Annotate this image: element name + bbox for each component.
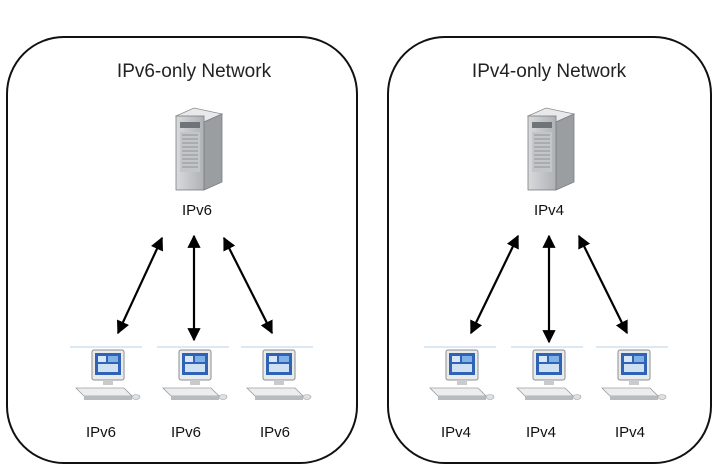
desktop-computer-icon <box>511 344 583 406</box>
ipv6-client-label: IPv6 <box>259 424 291 441</box>
ipv4-client-label: IPv4 <box>440 424 472 441</box>
desktop-computer-icon <box>596 344 668 406</box>
server-icon <box>526 107 576 191</box>
desktop-computer-icon <box>424 344 496 406</box>
ipv6-network-title: IPv6-only Network <box>116 61 272 82</box>
ipv6-client-label: IPv6 <box>170 424 202 441</box>
ipv4-client-label: IPv4 <box>525 424 557 441</box>
ipv6-server-label: IPv6 <box>181 202 213 219</box>
ipv4-network-title: IPv4-only Network <box>471 61 627 82</box>
desktop-computer-icon <box>241 344 313 406</box>
ipv4-client-label: IPv4 <box>614 424 646 441</box>
ipv6-client-label: IPv6 <box>85 424 117 441</box>
desktop-computer-icon <box>157 344 229 406</box>
ipv4-server-label: IPv4 <box>533 202 565 219</box>
desktop-computer-icon <box>70 344 142 406</box>
server-icon <box>174 107 224 191</box>
